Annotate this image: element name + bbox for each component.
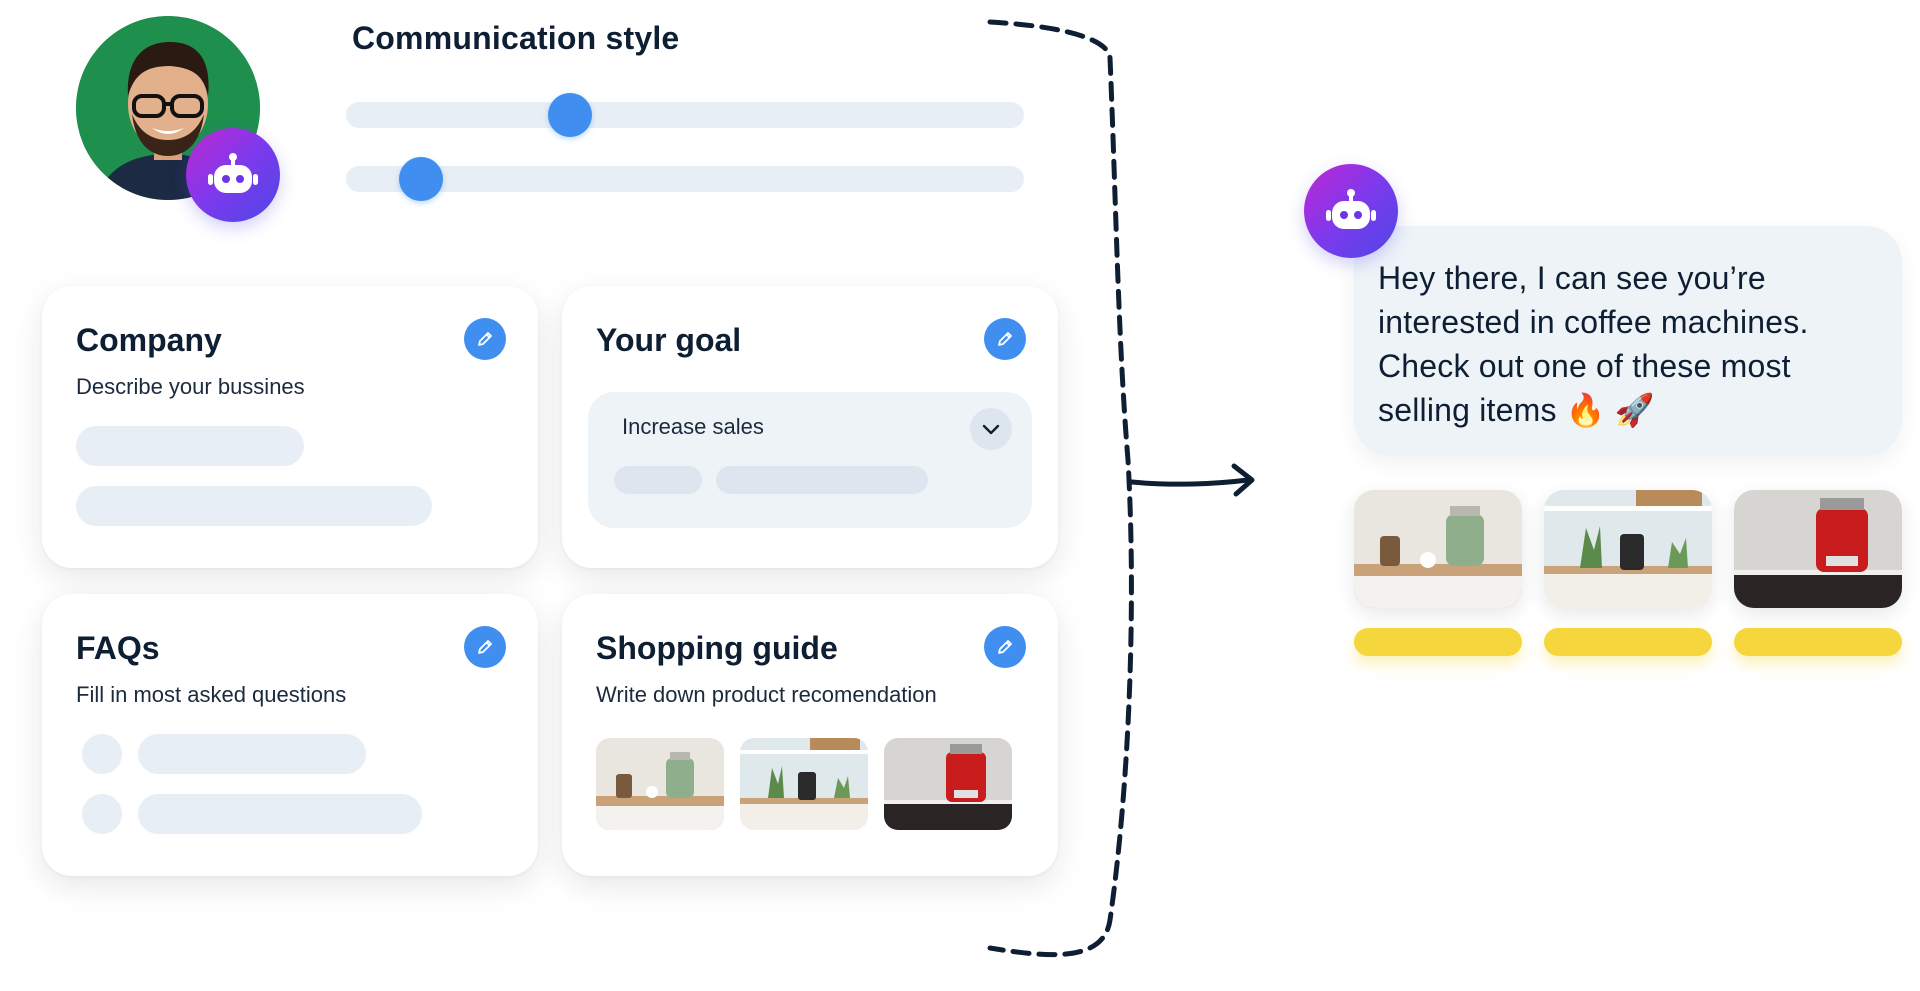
pencil-icon: [998, 332, 1012, 346]
faqs-title: FAQs: [76, 630, 160, 666]
goal-selected-value: Increase sales: [622, 414, 764, 439]
shopping-guide-subtitle: Write down product recomendation: [596, 682, 937, 707]
product-image: [1354, 490, 1522, 608]
goal-dropdown[interactable]: Increase sales: [588, 392, 1032, 528]
company-subtitle: Describe your bussines: [76, 374, 305, 399]
arrow-head-icon: [1231, 463, 1255, 497]
chat-bot-avatar: [1304, 164, 1398, 258]
company-card: Company Describe your bussines: [42, 286, 538, 568]
product-thumbnail: [740, 738, 868, 830]
shopping-guide-card: Shopping guide Write down product recome…: [562, 594, 1058, 876]
product-cta-button[interactable]: [1544, 628, 1712, 656]
company-edit-button[interactable]: [464, 318, 506, 360]
company-title: Company: [76, 322, 222, 358]
product-card-black-coffee-maker[interactable]: [1544, 490, 1712, 608]
placeholder-tag: [614, 466, 702, 494]
product-cta-button[interactable]: [1354, 628, 1522, 656]
goal-dropdown-toggle[interactable]: [970, 408, 1012, 450]
product-thumbnail: [884, 738, 1012, 830]
placeholder-line: [76, 486, 432, 526]
bot-badge: [186, 128, 280, 222]
chevron-down-icon: [982, 424, 1000, 435]
tone-slider-handle[interactable]: [547, 93, 592, 137]
product-thumbnail: [596, 738, 724, 830]
faqs-subtitle: Fill in most asked questions: [76, 682, 347, 707]
goal-title: Your goal: [596, 322, 742, 358]
formality-slider-handle[interactable]: [398, 157, 443, 201]
faq-placeholder-line: [138, 794, 422, 834]
pencil-icon: [478, 332, 492, 346]
person-photo: [76, 16, 260, 200]
faq-placeholder-line: [138, 734, 366, 774]
user-avatar: [76, 16, 260, 200]
product-image: [1734, 490, 1902, 608]
goal-edit-button[interactable]: [984, 318, 1026, 360]
chat-message-text: Hey there, I can see you’re interested i…: [1378, 260, 1809, 428]
tone-slider[interactable]: [346, 93, 1024, 137]
shopping-guide-title: Shopping guide: [596, 630, 838, 666]
shopping-guide-edit-button[interactable]: [984, 626, 1026, 668]
faq-bullet: [82, 734, 122, 774]
chat-message-bubble: Hey there, I can see you’re interested i…: [1354, 226, 1902, 456]
pencil-icon: [998, 640, 1012, 654]
placeholder-line: [76, 426, 304, 466]
communication-style-title: Communication style: [352, 20, 680, 56]
robot-icon: [208, 153, 258, 193]
product-cta-button[interactable]: [1734, 628, 1902, 656]
product-image: [1544, 490, 1712, 608]
formality-slider[interactable]: [346, 157, 1024, 201]
product-card-red-espresso[interactable]: [1734, 490, 1902, 608]
product-card-green-espresso[interactable]: [1354, 490, 1522, 608]
placeholder-tag: [716, 466, 928, 494]
faqs-card: FAQs Fill in most asked questions: [42, 594, 538, 876]
faqs-edit-button[interactable]: [464, 626, 506, 668]
faq-bullet: [82, 794, 122, 834]
goal-card: Your goal Increase sales: [562, 286, 1058, 568]
pencil-icon: [478, 640, 492, 654]
robot-icon: [1326, 189, 1376, 229]
